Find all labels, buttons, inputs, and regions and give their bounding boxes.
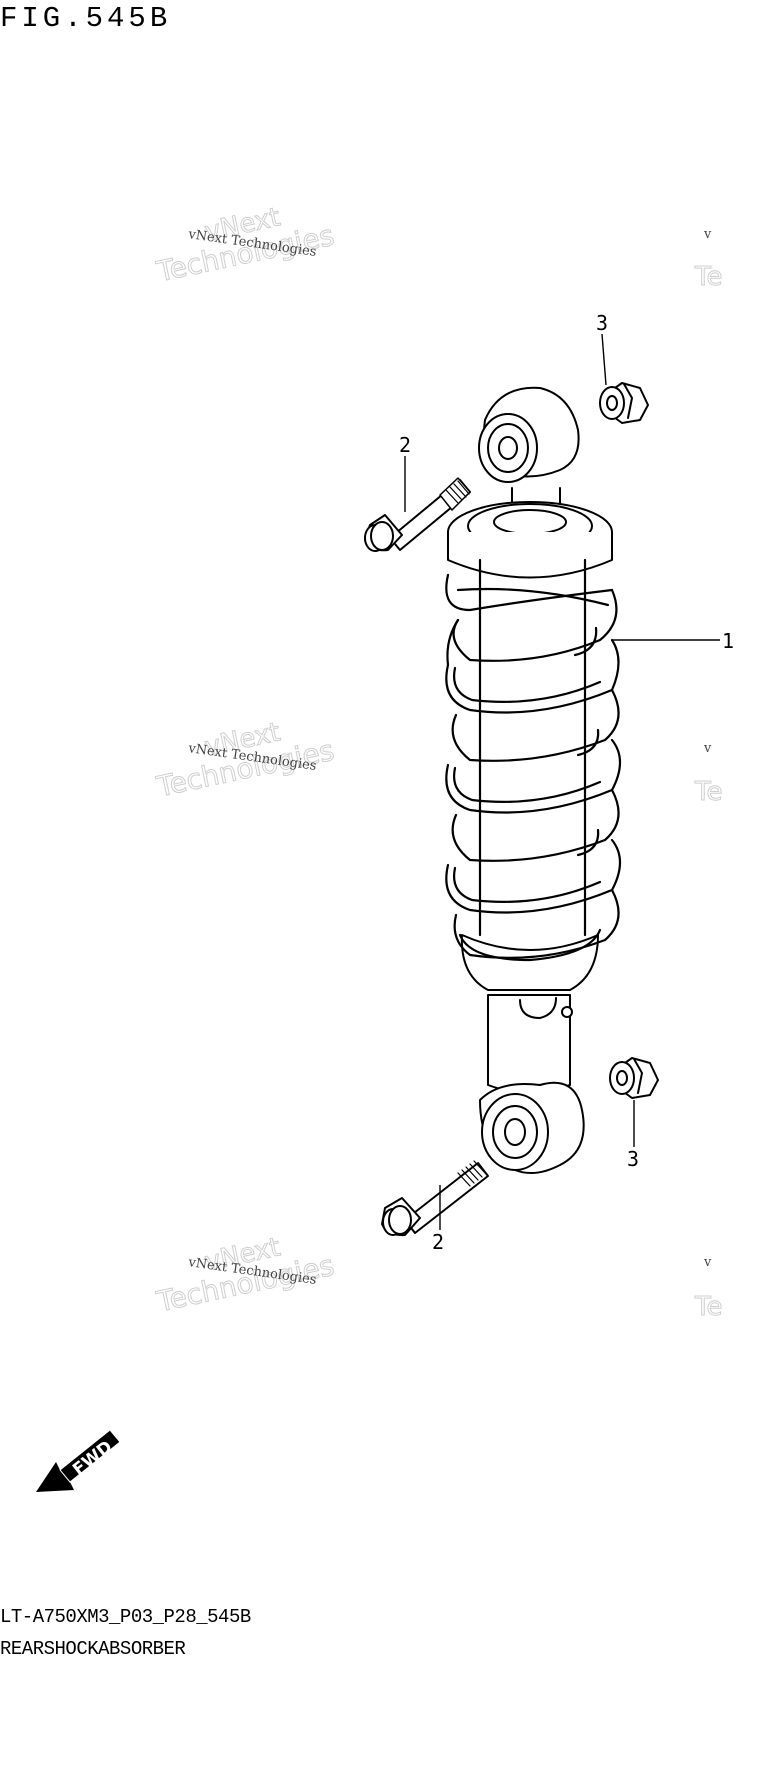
- watermark-edge-3: Te: [694, 1292, 722, 1322]
- upper-bolt: [364, 477, 471, 552]
- fwd-arrow-icon: FWD: [36, 1429, 121, 1492]
- coil-spring: [445, 558, 622, 962]
- callout-3-lower: 3: [627, 1147, 639, 1171]
- lower-spring-seat: [460, 934, 599, 991]
- upper-nut: [599, 382, 649, 424]
- model-code: LT-A750XM3_P03_P28_545B: [0, 1606, 251, 1628]
- lower-eye: [479, 1081, 585, 1175]
- lower-nut: [609, 1057, 659, 1099]
- watermark-small-edge-2: v: [703, 741, 712, 756]
- callout-3-upper: 3: [596, 311, 608, 335]
- watermark-edge-2: Te: [694, 777, 722, 807]
- watermark-edge-1: Te: [694, 262, 722, 292]
- shock-absorber: [445, 386, 622, 1175]
- callout-2-lower: 2: [432, 1230, 444, 1254]
- upper-eye: [478, 386, 580, 483]
- lower-bolt: [381, 1160, 489, 1237]
- callout-2-upper: 2: [399, 433, 411, 457]
- watermark-small-edge-1: v: [703, 227, 712, 242]
- watermark-small-edge-3: v: [703, 1255, 712, 1270]
- part-description: REARSHOCKABSORBER: [0, 1638, 186, 1660]
- leader-lines: [404, 333, 720, 1230]
- callout-1: 1: [722, 629, 734, 653]
- figure-title: FIG.545B: [0, 2, 172, 35]
